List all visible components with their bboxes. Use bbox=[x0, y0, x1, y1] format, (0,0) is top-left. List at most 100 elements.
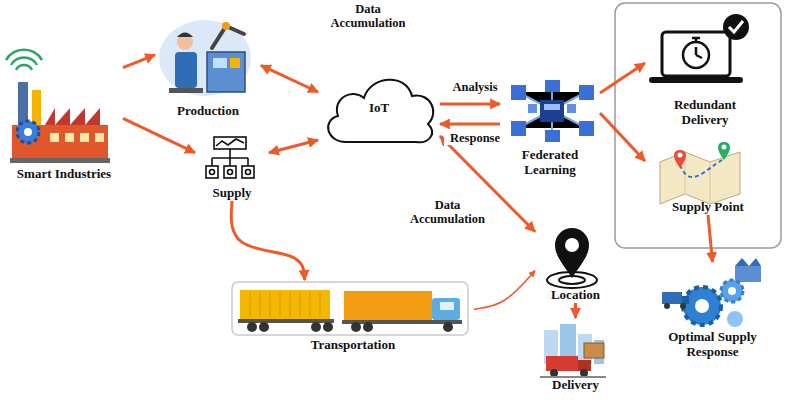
flow-arrow bbox=[440, 102, 500, 105]
flow-arrow bbox=[123, 55, 155, 68]
federated-learning-icon-part bbox=[579, 121, 594, 136]
supply-icon-part bbox=[228, 170, 233, 175]
trucks-illustration-part bbox=[351, 322, 361, 332]
edge-label: Data Accumulation bbox=[322, 2, 414, 31]
node-label: Transportation bbox=[232, 338, 474, 353]
trucks-illustration-part-part bbox=[279, 292, 280, 317]
trucks-illustration-part bbox=[259, 322, 269, 332]
delivery-icon-part bbox=[550, 369, 558, 377]
location-pin-icon-part bbox=[555, 228, 589, 278]
federated-learning-icon-part bbox=[545, 130, 560, 142]
flow-arrow bbox=[231, 201, 304, 280]
federated-learning-icon-part bbox=[511, 85, 526, 100]
icon-node: Location bbox=[535, 222, 616, 303]
federated-learning-icon-part bbox=[528, 104, 537, 113]
cloud-shape bbox=[328, 80, 433, 143]
map-icon-part bbox=[678, 153, 683, 158]
gears-icon-part bbox=[728, 287, 736, 295]
laptop-icon-part bbox=[692, 38, 702, 58]
flow-arrow bbox=[123, 118, 195, 152]
trucks-illustration-part bbox=[443, 322, 453, 332]
production-icon-part bbox=[222, 22, 230, 30]
factory-icon-part bbox=[11, 57, 37, 65]
supply-icon-part bbox=[242, 166, 254, 178]
trucks-illustration-part bbox=[250, 292, 320, 317]
trucks-illustration-part-part bbox=[289, 292, 290, 317]
trucks-illustration-part bbox=[247, 322, 257, 332]
map-icon-part bbox=[660, 152, 740, 204]
node-label: Supply bbox=[195, 186, 269, 201]
production-icon-part bbox=[207, 52, 245, 92]
node-label: Location bbox=[535, 288, 616, 303]
edge-label: Analysis bbox=[447, 80, 503, 94]
node-label: Smart Industries bbox=[5, 167, 123, 182]
production-icon-part bbox=[230, 58, 240, 68]
supply-icon-part bbox=[206, 166, 218, 178]
map-icon-part bbox=[718, 142, 730, 160]
edge-label: Data Accumulation bbox=[400, 198, 495, 227]
trucks-illustration-part bbox=[232, 282, 468, 335]
factory-icon bbox=[6, 50, 110, 163]
supply-icon-part bbox=[214, 137, 246, 149]
laptop-icon-part bbox=[729, 21, 743, 32]
trucks-illustration-part bbox=[440, 302, 454, 310]
factory-icon-part bbox=[16, 65, 32, 70]
node-label: Delivery bbox=[535, 378, 616, 393]
map-icon-part bbox=[674, 150, 686, 168]
gears-icon-part bbox=[735, 266, 761, 282]
flow-arrow bbox=[600, 63, 645, 93]
supply-icon-part bbox=[216, 139, 244, 146]
trucks-illustration-part-part bbox=[249, 292, 250, 317]
factory-icon-part bbox=[10, 158, 110, 163]
delivery-icon-part bbox=[584, 343, 604, 358]
flow-arrow bbox=[474, 271, 535, 310]
delivery-icon-part bbox=[546, 356, 578, 371]
map-icon-part bbox=[722, 145, 727, 150]
flow-arrow bbox=[261, 65, 318, 92]
gears-icon-part bbox=[680, 303, 686, 309]
icon-node: Transportation bbox=[232, 280, 474, 353]
production-icon-part bbox=[175, 52, 197, 88]
gears-icon bbox=[662, 258, 761, 327]
laptop-icon-part bbox=[662, 32, 730, 76]
factory-icon-part bbox=[95, 133, 104, 142]
federated-learning-icon-part bbox=[544, 104, 560, 110]
icon-node: Redundant Delivery bbox=[645, 10, 765, 128]
production-icon-part bbox=[213, 58, 227, 68]
federated-learning-icon-part bbox=[540, 100, 564, 122]
flow-arrow bbox=[440, 122, 500, 125]
edge-label: Response bbox=[444, 131, 506, 145]
trucks-illustration-part-part bbox=[259, 292, 260, 317]
flow-arrow bbox=[574, 303, 577, 318]
federated-learning-icon bbox=[511, 80, 594, 142]
gears-icon-part bbox=[721, 280, 743, 302]
gears-icon-part bbox=[683, 287, 721, 325]
trucks-illustration-part bbox=[311, 322, 321, 332]
production-icon bbox=[159, 20, 251, 96]
node-label: Federated Learning bbox=[505, 148, 595, 178]
federated-learning-icon-part bbox=[511, 121, 526, 136]
federated-learning-icon-part bbox=[579, 85, 594, 100]
trucks-illustration bbox=[232, 282, 468, 335]
delivery-icon-part bbox=[580, 369, 588, 377]
result-panel bbox=[615, 3, 781, 248]
icon-node: Supply bbox=[195, 132, 269, 201]
supply-icon-part bbox=[246, 170, 251, 175]
node-label: Optimal Supply Response bbox=[658, 330, 768, 360]
trucks-illustration-part bbox=[342, 320, 462, 324]
map-icon bbox=[660, 142, 740, 204]
icon-node: Optimal Supply Response bbox=[650, 262, 775, 360]
gears-icon-part bbox=[682, 296, 689, 304]
factory-icon-part bbox=[24, 128, 32, 136]
laptop-icon-part bbox=[652, 77, 740, 83]
trucks-illustration-part-part bbox=[269, 292, 270, 317]
trucks-illustration-part bbox=[363, 322, 373, 332]
gears-icon-part bbox=[735, 258, 761, 266]
icon-node: Supply Point bbox=[645, 138, 771, 215]
icon-node: Delivery bbox=[535, 318, 616, 393]
gears-icon-part bbox=[662, 292, 682, 304]
gears-icon-part bbox=[664, 303, 670, 309]
trucks-illustration-part bbox=[323, 322, 333, 332]
trucks-illustration-part-part bbox=[309, 292, 310, 317]
